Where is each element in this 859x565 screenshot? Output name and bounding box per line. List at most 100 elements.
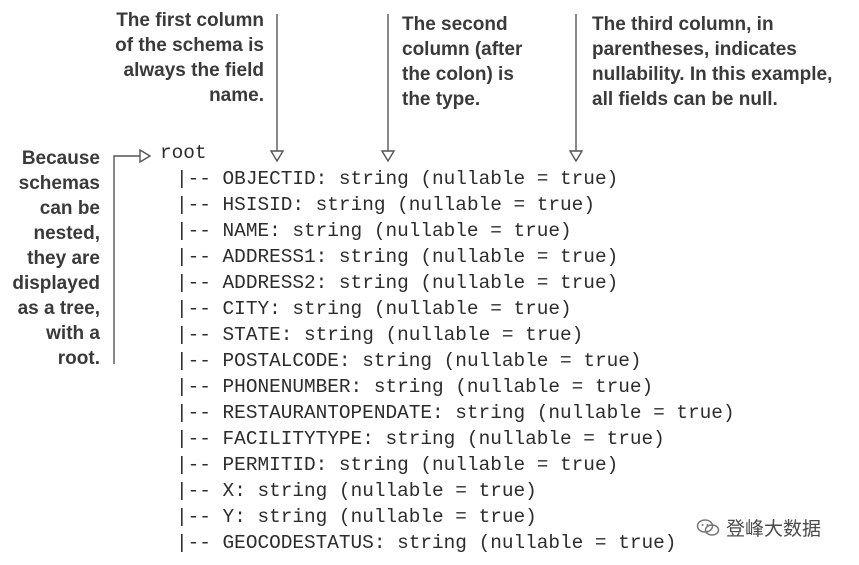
callout-line: The second	[402, 14, 508, 35]
field-nullable: true	[513, 298, 561, 320]
sep: )	[560, 220, 572, 242]
callout-line: the type.	[402, 89, 481, 110]
schema-prefix: |--	[176, 246, 223, 268]
sep: :	[234, 506, 258, 528]
sep: :	[338, 350, 363, 372]
sep: (nullable =	[443, 376, 595, 398]
field-nullable: true	[560, 454, 607, 476]
sep: :	[432, 402, 456, 424]
sep: (nullable =	[408, 168, 561, 190]
schema-prefix: |--	[176, 220, 223, 242]
field-name: GEOCODESTATUS	[222, 532, 374, 554]
field-nullable: true	[606, 428, 654, 450]
callout-line: nullability. In this example,	[592, 64, 833, 85]
schema-prefix: |--	[176, 168, 223, 190]
sep: :	[280, 324, 305, 346]
sep: )	[606, 246, 619, 268]
field-nullable: true	[583, 350, 630, 372]
callout-line: name.	[209, 85, 264, 106]
sep: :	[315, 454, 339, 476]
sep: (nullable =	[373, 324, 526, 346]
schema-field-line: |-- RESTAURANTOPENDATE: string (nullable…	[176, 400, 735, 426]
field-name: NAME	[222, 220, 270, 242]
field-name: X	[222, 480, 235, 502]
schema-prefix: |--	[176, 350, 223, 372]
callout-line: nested,	[33, 223, 100, 244]
callout-line: root.	[57, 348, 100, 369]
sep: )	[560, 298, 572, 320]
callout-line: Because	[21, 148, 100, 169]
schema-prefix: |--	[176, 324, 223, 346]
sep: (nullable =	[327, 506, 479, 528]
field-nullable: true	[525, 324, 572, 346]
schema-field-line: |-- PERMITID: string (nullable = true)	[176, 452, 735, 478]
field-type: string	[292, 298, 363, 320]
sep: (nullable =	[385, 194, 537, 216]
arrow-field-name-head	[269, 150, 285, 163]
field-nullable: true	[513, 220, 561, 242]
field-name: OBJECTID	[222, 168, 316, 190]
watermark-text: 登峰大数据	[726, 518, 822, 540]
field-type: string	[373, 376, 444, 398]
schema-prefix: |--	[176, 402, 223, 424]
schema-field-line: |-- STATE: string (nullable = true)	[176, 322, 735, 348]
callout-line: parentheses, indicates	[592, 39, 797, 60]
schema-field-line: |-- CITY: string (nullable = true)	[176, 296, 735, 322]
field-type: string	[257, 506, 328, 528]
schema-field-line: |-- NAME: string (nullable = true)	[176, 218, 735, 244]
sep: (nullable =	[466, 532, 619, 554]
sep: )	[722, 402, 735, 424]
field-type: string	[338, 168, 409, 190]
sep: :	[315, 168, 339, 190]
sep: (nullable =	[408, 272, 561, 294]
sep: :	[362, 428, 386, 450]
callout-line: all fields can be null.	[592, 89, 778, 110]
sep: :	[269, 220, 293, 242]
sep: :	[350, 376, 374, 398]
sep: :	[315, 272, 339, 294]
schema-field-line: |-- FACILITYTYPE: string (nullable = tru…	[176, 426, 735, 452]
sep: :	[234, 480, 258, 502]
sep: )	[641, 376, 654, 398]
sep: )	[606, 272, 619, 294]
field-nullable: true	[560, 246, 607, 268]
callout-line: displayed	[12, 273, 100, 294]
field-type: string	[338, 246, 409, 268]
field-name: PERMITID	[222, 454, 316, 476]
schema-prefix: |--	[176, 272, 223, 294]
watermark: 登峰大数据	[696, 514, 821, 541]
schema-field-line: |-- GEOCODESTATUS: string (nullable = tr…	[176, 530, 735, 556]
schema-prefix: |--	[176, 506, 223, 528]
sep: (nullable =	[432, 350, 584, 372]
wechat-icon	[696, 518, 720, 536]
field-nullable: true	[560, 272, 607, 294]
field-nullable: true	[536, 194, 584, 216]
sep: )	[629, 350, 642, 372]
sep: )	[606, 454, 619, 476]
schema-field-line: |-- PHONENUMBER: string (nullable = true…	[176, 374, 735, 400]
field-type: string	[304, 324, 374, 346]
sep: )	[664, 532, 677, 554]
sep: )	[525, 506, 537, 528]
sep: )	[583, 194, 595, 216]
sep: :	[315, 246, 339, 268]
field-name: FACILITYTYPE	[222, 428, 363, 450]
field-name: PHONENUMBER	[222, 376, 351, 398]
sep: (nullable =	[362, 298, 514, 320]
arrow-root	[113, 155, 140, 364]
sep: (nullable =	[408, 246, 561, 268]
callout-line: of the schema is	[115, 35, 264, 56]
schema-prefix: |--	[176, 454, 223, 476]
callout-line: can be	[39, 198, 100, 219]
sep: (nullable =	[408, 454, 561, 476]
arrow-nullability-head	[568, 150, 584, 163]
schema-prefix: |--	[176, 532, 223, 554]
field-name: ADDRESS2	[222, 272, 316, 294]
field-type: string	[338, 272, 409, 294]
field-nullable: true	[594, 376, 642, 398]
schema-field-line: |-- ADDRESS2: string (nullable = true)	[176, 270, 735, 296]
